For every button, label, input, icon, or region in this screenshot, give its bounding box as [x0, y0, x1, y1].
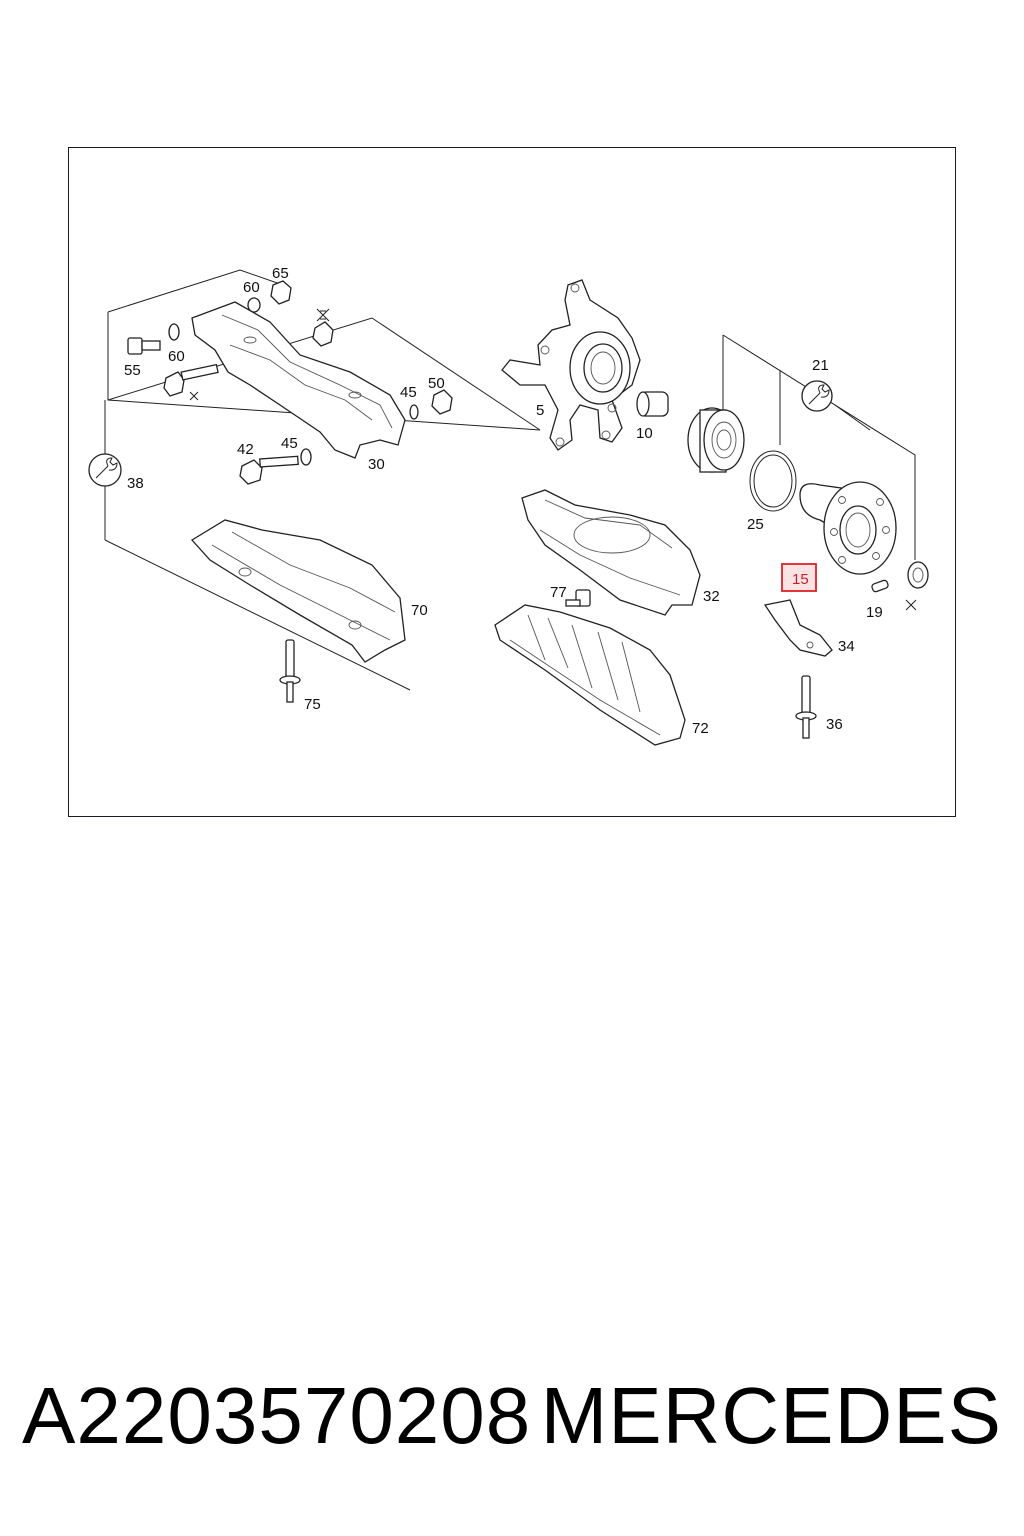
bolt-part-77 [565, 589, 591, 607]
subframe-part-30 [191, 301, 406, 459]
washer-part-60 [168, 323, 180, 341]
part-number: A2203570208 [22, 1371, 532, 1460]
washer-part-60-top [247, 297, 261, 313]
wheel-bearing [687, 407, 745, 473]
washer-part-45-top [409, 404, 419, 420]
wheel-carrier-part-5 [501, 279, 641, 451]
do-not-reuse-icon [189, 308, 917, 611]
wrench-icon [88, 453, 122, 487]
bolt-part-42 [239, 455, 299, 485]
underbody-cover-part-70 [190, 519, 406, 663]
nut-part-65 [270, 280, 292, 305]
nut-self-locking [312, 321, 334, 347]
callout-labels: 5 10 15 19 21 25 30 32 34 36 38 42 45 45… [124, 265, 883, 737]
bolt-part-55 [127, 337, 161, 355]
control-arm-part-32 [521, 489, 701, 616]
callout-32: 32 [703, 588, 720, 605]
wheel-hub-part-15 [799, 481, 897, 575]
footer: A2203570208 MERCEDES [0, 1370, 1024, 1470]
bolt-long [163, 363, 219, 397]
callout-55: 55 [124, 362, 141, 379]
callout-50: 50 [428, 375, 445, 392]
callout-36: 36 [826, 716, 843, 733]
callout-45: 45 [281, 435, 298, 452]
callout-45-top: 45 [400, 384, 417, 401]
callout-34: 34 [838, 638, 855, 655]
callout-30: 30 [368, 456, 385, 473]
nut-part-50 [431, 389, 453, 415]
brand-name: MERCEDES [540, 1371, 1002, 1460]
dowel-pin-part-19 [871, 579, 889, 593]
callout-70: 70 [411, 602, 428, 619]
callout-38: 38 [127, 475, 144, 492]
underbody-cover-part-72 [494, 604, 686, 746]
callout-65: 65 [272, 265, 289, 282]
callout-75: 75 [304, 696, 321, 713]
clip-part-36 [795, 675, 817, 739]
callout-10: 10 [636, 425, 653, 442]
highlight-box [781, 563, 817, 592]
callout-15: 15 [792, 571, 809, 588]
callout-5: 5 [536, 402, 544, 419]
bracket-part-34 [763, 599, 833, 657]
wrench-icon [801, 380, 833, 412]
callout-21: 21 [812, 357, 829, 374]
callout-77: 77 [550, 584, 567, 601]
callout-60-top: 60 [243, 279, 260, 296]
circlip-part-25 [749, 450, 797, 512]
callout-72: 72 [692, 720, 709, 737]
washer-part-45 [300, 448, 312, 466]
callout-60: 60 [168, 348, 185, 365]
hub-nut [907, 561, 929, 589]
clip-part-75 [279, 639, 301, 703]
callout-42: 42 [237, 441, 254, 458]
diagram-frame [68, 147, 956, 817]
callout-19: 19 [866, 604, 883, 621]
bushing-part-10 [636, 391, 669, 417]
callout-25: 25 [747, 516, 764, 533]
